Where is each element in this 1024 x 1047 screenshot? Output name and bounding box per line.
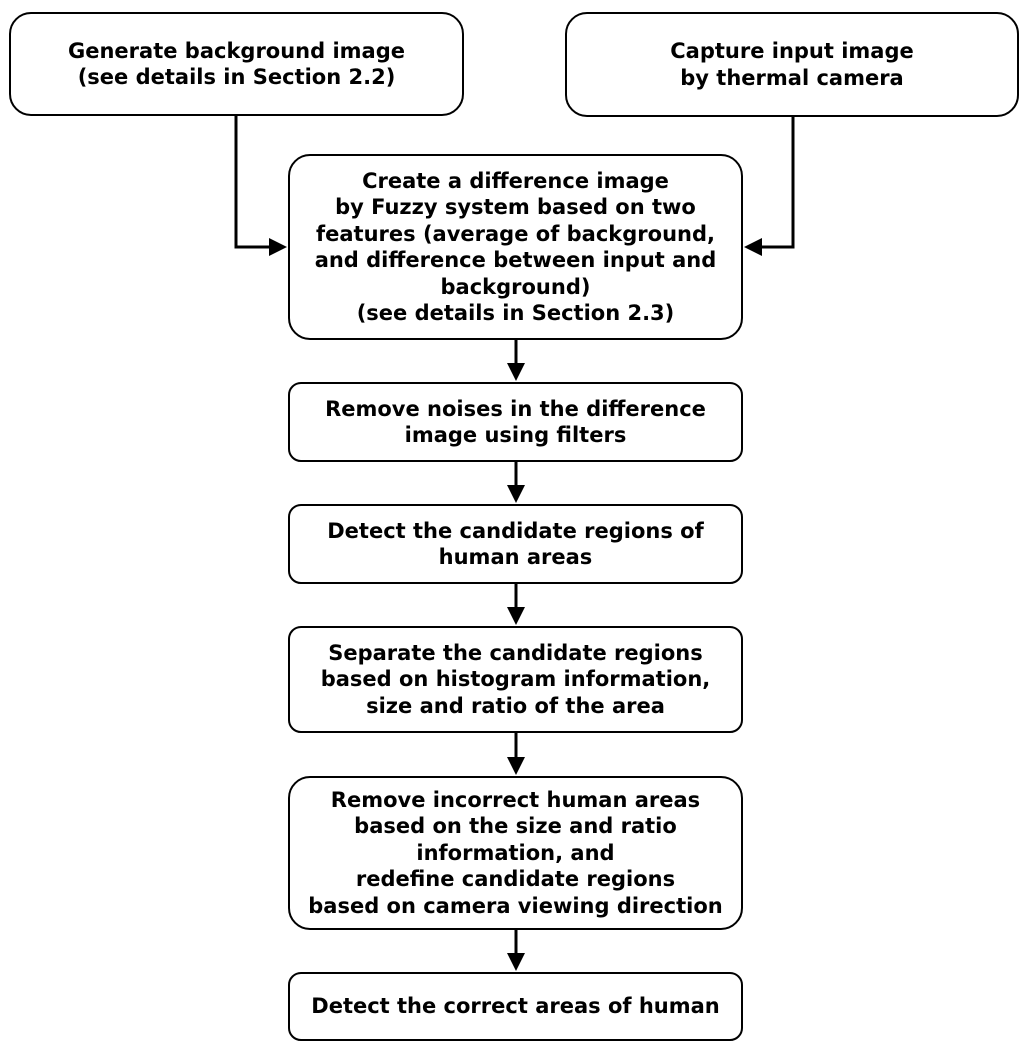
create-difference-node: Create a difference image by Fuzzy syste… <box>288 154 743 340</box>
capture-input-label: Capture input image by thermal camera <box>670 39 914 90</box>
detect-correct-node: Detect the correct areas of human <box>288 972 743 1041</box>
detect-correct-label: Detect the correct areas of human <box>311 994 720 1019</box>
separate-candidates-label: Separate the candidate regions based on … <box>320 640 711 718</box>
capture-input-node: Capture input image by thermal camera <box>565 12 1019 117</box>
separate-candidates-node: Separate the candidate regions based on … <box>288 626 743 733</box>
edge-generate-to-create <box>234 115 287 256</box>
detect-candidates-label: Detect the candidate regions of human ar… <box>327 518 704 570</box>
edge-capture-to-create <box>744 117 795 256</box>
remove-incorrect-label: Remove incorrect human areas based on th… <box>308 787 723 918</box>
create-difference-label: Create a difference image by Fuzzy syste… <box>314 168 717 326</box>
generate-background-label: Generate background image (see details i… <box>68 38 405 90</box>
generate-background-node: Generate background image (see details i… <box>9 12 464 116</box>
remove-noises-node: Remove noises in the difference image us… <box>288 382 743 462</box>
remove-incorrect-node: Remove incorrect human areas based on th… <box>288 776 743 930</box>
detect-candidates-node: Detect the candidate regions of human ar… <box>288 504 743 584</box>
remove-noises-label: Remove noises in the difference image us… <box>325 396 706 448</box>
